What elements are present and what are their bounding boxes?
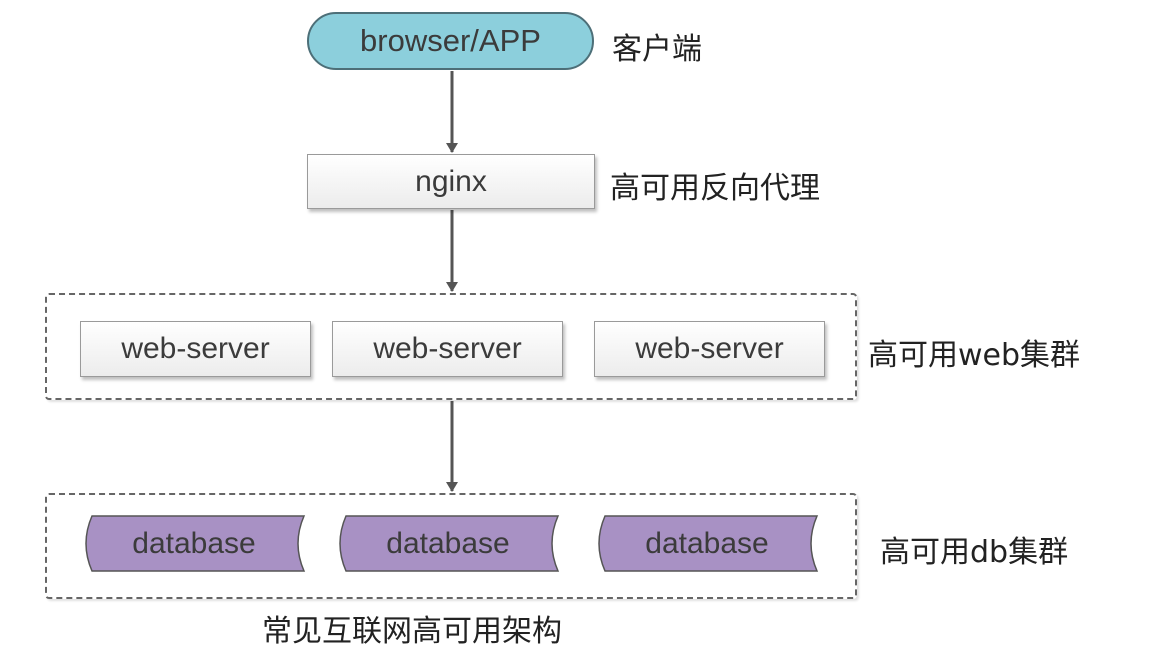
web-server-node: web-server [332, 321, 563, 377]
web-server-label: web-server [635, 332, 784, 365]
web-server-node: web-server [80, 321, 311, 377]
database-shape-icon [598, 515, 819, 572]
database-node: database [80, 515, 308, 572]
client-annotation: 客户端 [612, 32, 702, 67]
db-cluster-container [45, 493, 857, 599]
web-server-node: web-server [594, 321, 825, 377]
web-cluster-container [45, 293, 857, 400]
database-shape-icon [339, 515, 560, 572]
web-cluster-annotation: 高可用web集群 [868, 338, 1081, 373]
proxy-annotation: 高可用反向代理 [610, 171, 820, 206]
database-label: database [132, 526, 256, 560]
database-label: database [386, 526, 510, 560]
nginx-node: nginx [307, 154, 595, 209]
web-server-label: web-server [373, 332, 522, 365]
client-label: browser/APP [360, 23, 541, 58]
diagram-caption: 常见互联网高可用架构 [262, 614, 562, 649]
client-node: browser/APP [307, 12, 594, 70]
web-server-label: web-server [121, 332, 270, 365]
database-shape-icon [85, 515, 306, 572]
db-cluster-annotation: 高可用db集群 [880, 535, 1069, 570]
database-node: database [593, 515, 821, 572]
database-node: database [334, 515, 562, 572]
database-label: database [645, 526, 769, 560]
nginx-label: nginx [415, 164, 487, 198]
